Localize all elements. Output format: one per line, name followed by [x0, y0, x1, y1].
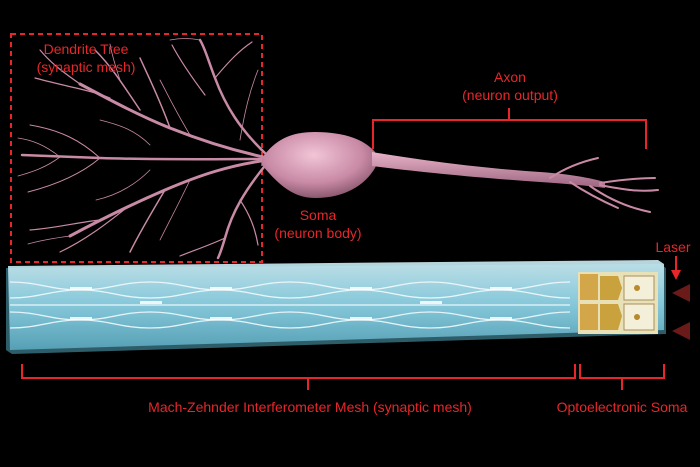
optoelectronic-soma-block — [578, 272, 658, 334]
soma-label: Soma (neuron body) — [248, 206, 388, 242]
soma-body — [262, 132, 378, 198]
laser-label: Laser — [655, 239, 691, 255]
laser-beam-bottom — [672, 322, 690, 340]
dendrite-subtitle: (synaptic mesh) — [36, 59, 136, 75]
opto-soma-label: Optoelectronic Soma — [556, 399, 688, 415]
axon-bracket — [372, 108, 647, 149]
photonic-chip — [6, 260, 666, 354]
axon-title: Axon — [494, 69, 526, 85]
mzi-bracket — [21, 364, 576, 390]
mzi-mesh-label: Mach-Zehnder Interferometer Mesh (synapt… — [148, 399, 472, 415]
dendrite-box — [10, 33, 263, 263]
opto-bracket — [579, 364, 665, 390]
laser-beam-top — [672, 284, 690, 302]
axon — [372, 152, 659, 213]
laser-arrowhead — [671, 270, 681, 280]
axon-subtitle: (neuron output) — [462, 87, 558, 103]
dendrite-tree — [17, 38, 270, 260]
dendrite-title: Dendrite Tree — [43, 41, 129, 57]
soma-subtitle: (neuron body) — [274, 225, 362, 241]
axon-label: Axon (neuron output) — [440, 68, 580, 104]
dendrite-label: Dendrite Tree (synaptic mesh) — [16, 40, 156, 76]
soma-title: Soma — [299, 207, 337, 223]
